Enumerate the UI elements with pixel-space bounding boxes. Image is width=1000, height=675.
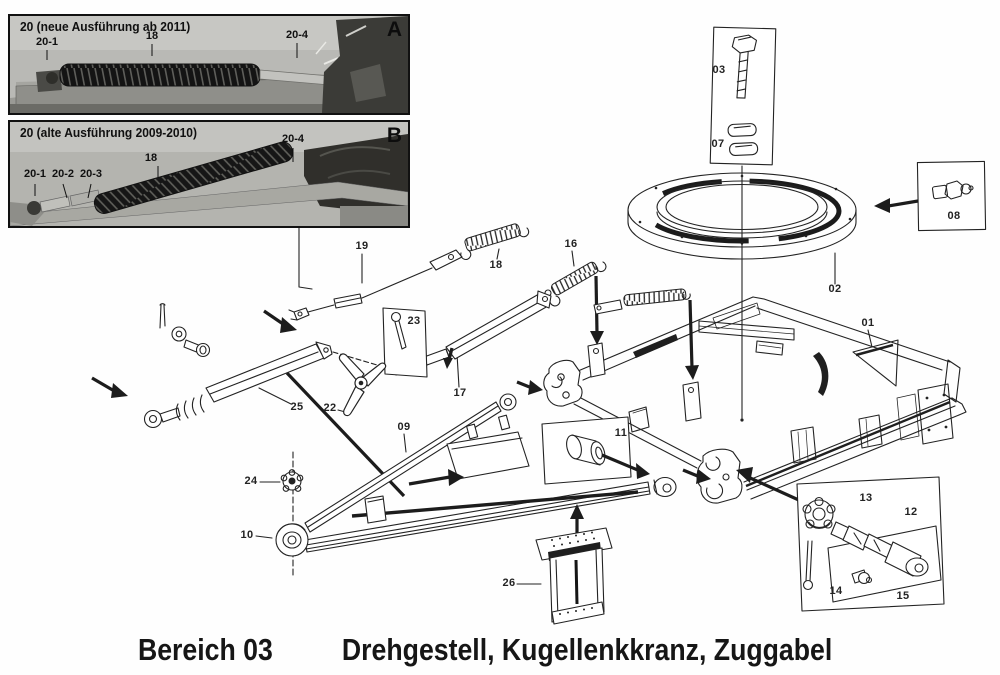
inset-photo-a: 20 (neue Ausführung ab 2011) 20-1 18 20-…	[8, 14, 410, 115]
lock-nut-24	[280, 469, 304, 492]
inset-b-letter: B	[386, 124, 402, 147]
spring-16	[544, 261, 607, 345]
part-label-02: 02	[828, 283, 842, 295]
title-subject: Drehgestell, Kugellenkkranz, Zuggabel	[342, 632, 833, 667]
drawbar-09	[275, 371, 677, 557]
gas-strut-25	[143, 303, 395, 429]
title-section: Bereich 03	[138, 632, 274, 667]
inset-b-label-20-2: 20-2	[51, 168, 75, 180]
inset-photo-b: 20 (alte Ausführung 2009-2010) 20-4 18 2…	[8, 120, 410, 228]
grease-nipple-detail-box	[874, 160, 987, 232]
axle-detail-box	[736, 467, 945, 612]
inset-a-label-18: 18	[145, 30, 159, 42]
photo-b-art	[10, 122, 408, 226]
inset-a-label-20-4: 20-4	[285, 29, 309, 41]
photo-a-art	[10, 16, 408, 113]
bolt	[183, 339, 211, 358]
part-label-17: 17	[453, 387, 467, 399]
spring-18	[460, 223, 530, 260]
spring-with-anchor-link	[593, 288, 699, 380]
bolt-03	[731, 34, 758, 99]
part-label-13: 13	[859, 492, 873, 504]
bogie-frame-01	[543, 296, 967, 504]
page-title: Bereich 03 Drehgestell, Kugellenkkranz, Z…	[0, 632, 1000, 668]
perforation-dots	[551, 531, 595, 547]
part-label-10: 10	[240, 529, 254, 541]
grease-nipple-08	[931, 180, 974, 200]
part-label-19: 19	[355, 240, 369, 252]
photo-a-label-ticks	[46, 43, 298, 60]
inset-b-label-20-1: 20-1	[23, 168, 47, 180]
part-label-26: 26	[502, 577, 516, 589]
nut-13	[802, 496, 836, 529]
cotter-pin	[159, 303, 166, 329]
part-label-25: 25	[290, 401, 304, 413]
inset-b-label-18: 18	[144, 152, 158, 164]
inset-b-label-20-3: 20-3	[79, 168, 103, 180]
inset-a-label-20-1: 20-1	[35, 36, 59, 48]
spring-anchor-links	[587, 342, 702, 422]
part-label-18: 18	[489, 259, 503, 271]
shaft-12	[830, 521, 929, 577]
drawbar-eye-10	[275, 523, 309, 557]
part-label-01: 01	[861, 317, 875, 329]
ring-bolt-holes	[638, 174, 852, 245]
part-label-14: 14	[829, 585, 843, 597]
part-label-16: 16	[564, 238, 578, 250]
part-label-03: 03	[712, 64, 726, 76]
clamps-07	[727, 123, 759, 156]
holder-26	[535, 504, 613, 625]
pin-14	[802, 540, 814, 591]
photo-a-spring-18	[59, 63, 261, 87]
inset-b-caption: 20 (alte Ausführung 2009-2010)	[20, 126, 197, 140]
part-label-11: 11	[614, 427, 628, 439]
frame-left-clevis	[543, 359, 583, 407]
part-label-24: 24	[244, 475, 258, 487]
part-label-07: 07	[711, 138, 725, 150]
tie-rod-19	[288, 249, 463, 321]
pin-detail-box-23	[382, 307, 428, 378]
part-label-23: 23	[407, 315, 421, 327]
photo-b-label-ticks	[34, 148, 294, 199]
bolt-clamp-detail-box	[709, 26, 777, 166]
bracket-holes	[925, 393, 948, 432]
crank-handle-22	[338, 353, 387, 417]
inset-b-label-20-4: 20-4	[281, 133, 305, 145]
install-arrows	[91, 309, 711, 486]
part-label-09: 09	[397, 421, 411, 433]
ball-bearing-ring-02	[627, 172, 857, 260]
inset-a-caption: 20 (neue Ausführung ab 2011)	[20, 20, 191, 34]
bushing-detail-box-11	[541, 416, 650, 485]
part-label-22: 22	[323, 402, 337, 414]
inset-a-letter: A	[386, 18, 402, 41]
part-label-15: 15	[896, 590, 910, 602]
part-label-08: 08	[947, 210, 961, 222]
photo-b-spring-18	[93, 141, 294, 214]
washer	[171, 326, 187, 342]
grease-fitting-15	[851, 569, 873, 585]
part-label-12: 12	[904, 506, 918, 518]
